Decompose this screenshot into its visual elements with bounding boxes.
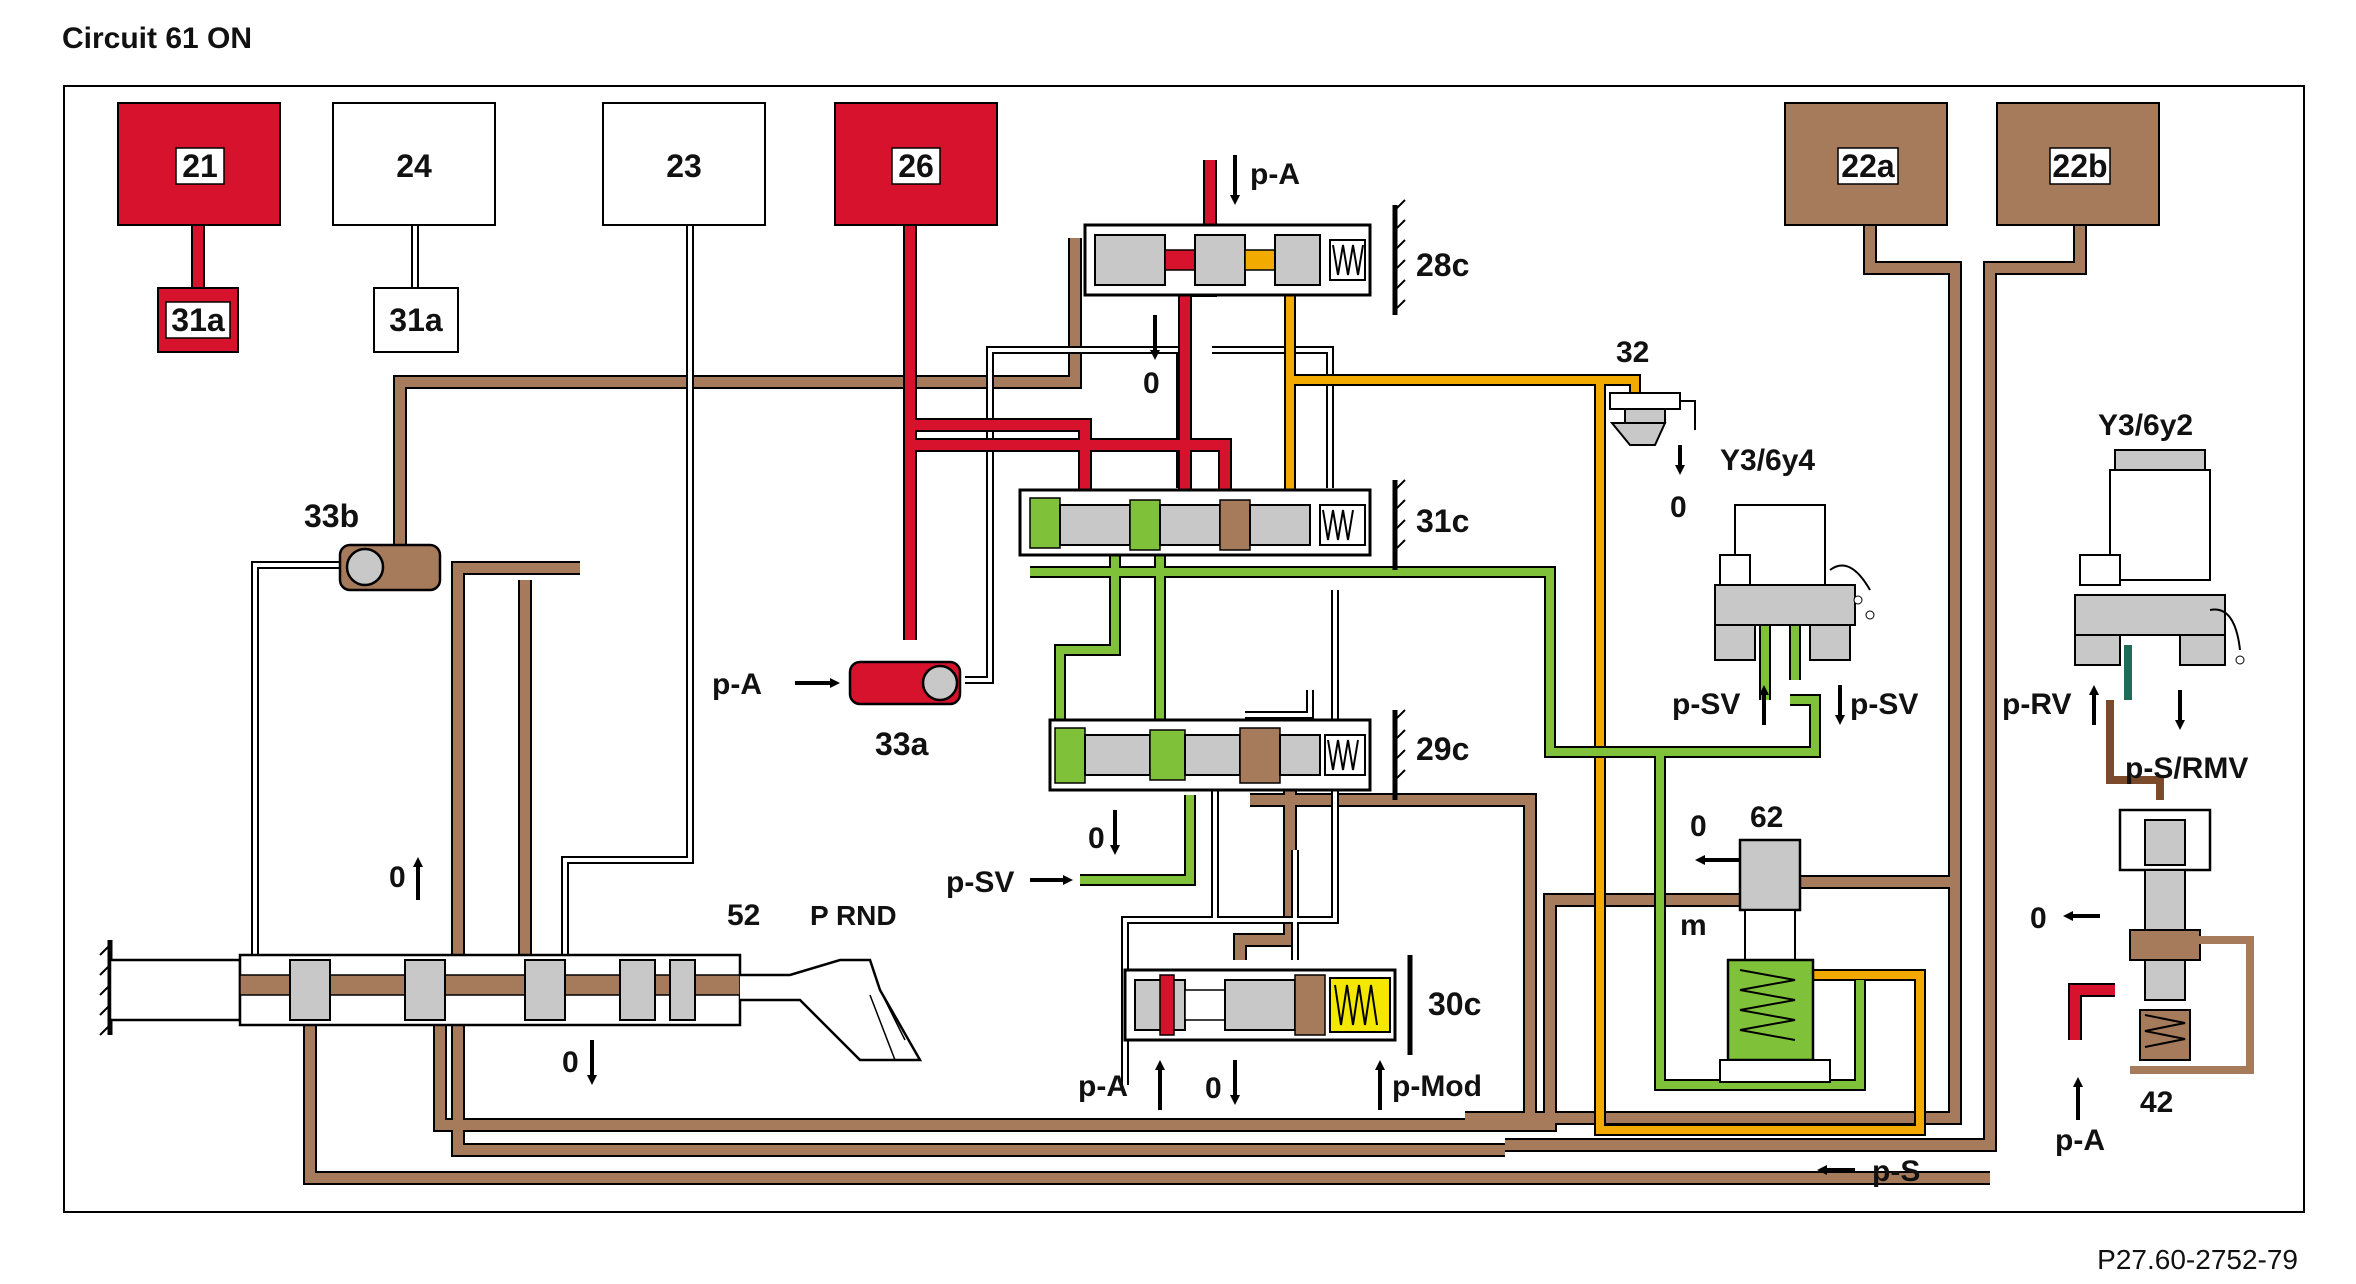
label-pS-RMV: p-S/RMV — [2125, 752, 2248, 785]
label-33a: 33a — [875, 726, 929, 762]
label-pSV-down: p-SV — [1850, 688, 1918, 721]
diagram-frame — [63, 85, 2305, 1213]
label-42: 42 — [2140, 1086, 2173, 1119]
label-32: 32 — [1616, 336, 1649, 369]
label-pS: p-S — [1872, 1155, 1920, 1188]
diagram-title: Circuit 61 ON — [62, 22, 253, 55]
label-62: 62 — [1750, 801, 1783, 834]
solenoid-y3-6y4 — [1714, 504, 1875, 661]
solenoid-y3-6y2 — [2074, 449, 2245, 700]
box-23 — [602, 102, 766, 226]
label-29c: 29c — [1416, 731, 1469, 767]
label-pMod: p-Mod — [1392, 1070, 1482, 1103]
box-22b-label: 22b — [2052, 148, 2107, 184]
valve-32 — [1609, 392, 1696, 446]
valve-labels: 28c 31c 29c 30c 33b 33a 32 52 62 42 m P … — [304, 247, 2193, 1119]
label-y3-6y2: Y3/6y2 — [2098, 409, 2193, 442]
exhaust-labels: 0 0 0 0 0 0 0 0 — [389, 367, 2047, 1105]
label-zero-62: 0 — [1690, 810, 1707, 843]
label-prnd: P RND — [810, 900, 897, 931]
box-24 — [332, 102, 496, 226]
box-24-label: 24 — [396, 148, 432, 184]
label-pA-top: p-A — [1250, 158, 1300, 191]
label-30c: 30c — [1428, 986, 1481, 1022]
valve-30c — [1123, 955, 1413, 1055]
label-33b: 33b — [304, 498, 359, 534]
label-31c: 31c — [1416, 503, 1469, 539]
figure-code: P27.60-2752-79 — [2097, 1244, 2298, 1275]
box-31a-white-label: 31a — [389, 302, 443, 338]
valve-29c — [1048, 709, 1406, 800]
label-pA-42: p-A — [2055, 1124, 2105, 1157]
pressure-labels: p-A p-A p-A p-A p-SV p-SV p-SV p-RV p-S/… — [712, 158, 2248, 1188]
box-23-label: 23 — [666, 148, 702, 184]
label-28c: 28c — [1416, 247, 1469, 283]
valve-28c — [1083, 199, 1406, 315]
valve-62 — [1719, 838, 1831, 1083]
valve-33b — [338, 543, 442, 592]
label-y3-6y4: Y3/6y4 — [1720, 444, 1815, 477]
label-pSV-29c: p-SV — [946, 866, 1014, 899]
label-pSV-up: p-SV — [1672, 688, 1740, 721]
box-21-label: 21 — [182, 148, 218, 184]
label-zero-28c: 0 — [1143, 367, 1160, 400]
label-zero-30c: 0 — [1205, 1072, 1222, 1105]
label-pA-30c: p-A — [1078, 1070, 1128, 1103]
label-zero-52-down: 0 — [562, 1046, 579, 1079]
selector-valve-52 — [99, 940, 923, 1062]
box-22a-label: 22a — [1841, 148, 1895, 184]
label-zero-32: 0 — [1670, 491, 1687, 524]
box-31a-red-label: 31a — [171, 302, 225, 338]
valve-42 — [2106, 700, 2254, 1074]
valve-31c — [1018, 479, 1406, 570]
label-zero-52-up: 0 — [389, 861, 406, 894]
label-52: 52 — [727, 899, 760, 932]
label-pA-33a: p-A — [712, 668, 762, 701]
label-m: m — [1680, 909, 1707, 942]
valve-33a — [848, 660, 962, 706]
brown-lines — [303, 216, 2087, 1185]
box-31a-white — [373, 287, 459, 353]
top-boxes: 21 24 23 26 22a 22b 31a 31a — [117, 102, 2160, 353]
label-pRV: p-RV — [2002, 688, 2071, 721]
flow-arrows — [413, 155, 2185, 1175]
label-zero-29c: 0 — [1088, 822, 1105, 855]
label-zero-42: 0 — [2030, 902, 2047, 935]
box-26-label: 26 — [898, 148, 934, 184]
